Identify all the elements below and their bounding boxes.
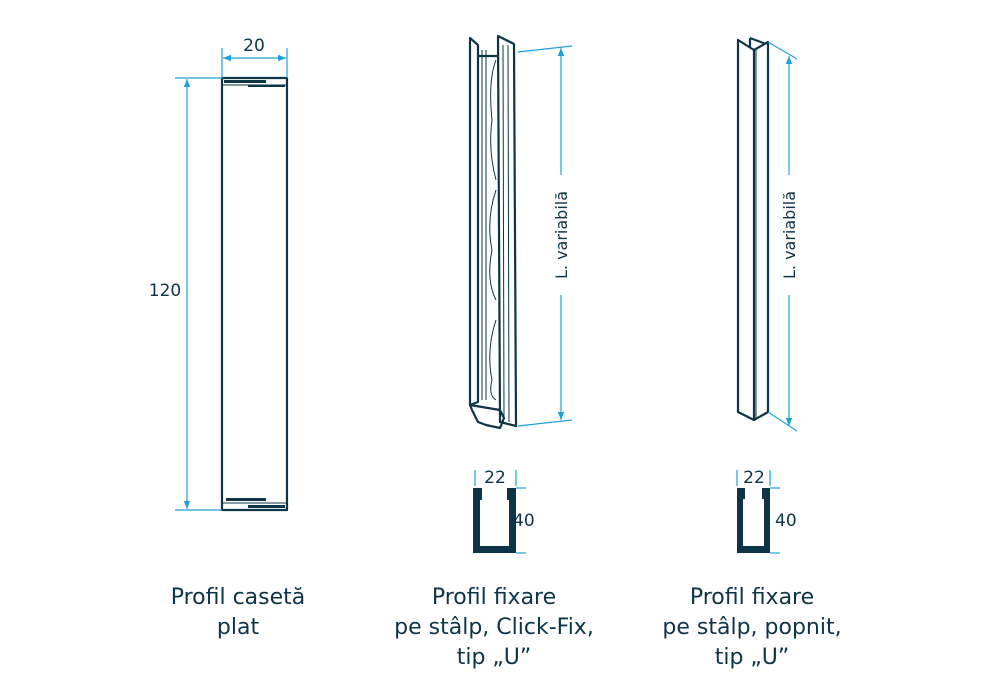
click-fix-section: 22 40 [473, 468, 535, 554]
height-dimension: 120 [149, 77, 222, 511]
section-width-label: 22 [484, 468, 506, 488]
svg-text:tip „U”: tip „U” [715, 645, 790, 670]
length-dimension: L. variabilă [767, 41, 799, 432]
length-label: L. variabilă [780, 191, 799, 279]
length-label: L. variabilă [552, 191, 571, 279]
riveted-section: 22 40 [736, 468, 797, 554]
cassette-top-detail [222, 80, 287, 87]
svg-text:Profil fixare: Profil fixare [432, 585, 556, 610]
caption-profile-3: Profil fixare pe stâlp, popnit, tip „U” [662, 585, 841, 670]
section-width-label: 22 [743, 468, 765, 488]
svg-text:Profil fixare: Profil fixare [690, 585, 814, 610]
caption-profile-1: Profil casetă plat [171, 585, 306, 640]
caption-profile-2: Profil fixare pe stâlp, Click-Fix, tip „… [394, 585, 594, 670]
section-height-label: 40 [513, 511, 535, 531]
width-label: 20 [243, 36, 265, 56]
section-height-label: 40 [775, 511, 797, 531]
svg-text:pe stâlp, popnit,: pe stâlp, popnit, [662, 615, 841, 640]
width-dimension: 20 [221, 36, 288, 78]
profile-flat-cassette: 20 120 [149, 36, 289, 512]
svg-text:tip „U”: tip „U” [457, 645, 532, 670]
svg-text:Profil casetă: Profil casetă [171, 585, 306, 610]
length-dimension: L. variabilă [517, 45, 573, 427]
svg-text:plat: plat [217, 615, 260, 640]
click-fix-body [468, 34, 518, 430]
profile-click-fix: L. variabilă 22 40 [468, 34, 573, 554]
cassette-bottom-detail [222, 498, 287, 508]
profile-riveted: L. variabilă 22 40 [736, 36, 799, 554]
cassette-body [220, 76, 289, 512]
height-label: 120 [149, 281, 181, 301]
riveted-body [736, 36, 770, 422]
svg-text:pe stâlp, Click-Fix,: pe stâlp, Click-Fix, [394, 615, 594, 640]
